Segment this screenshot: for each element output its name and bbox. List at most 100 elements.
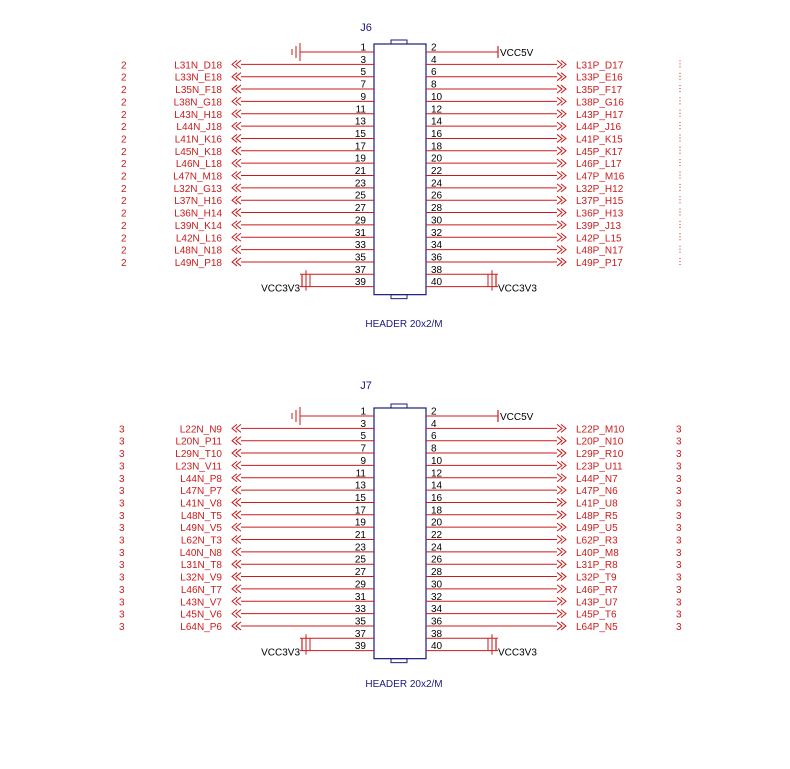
- vcc5v-label: VCC5V: [500, 48, 534, 59]
- pin-number-even: 22: [431, 166, 443, 177]
- net-label-left: L36N_H14: [174, 209, 222, 220]
- pin-number-even: 34: [431, 240, 443, 251]
- sheet-ref-left: 3: [119, 622, 125, 633]
- pin-number-even: 12: [431, 468, 443, 479]
- net-label-left: L31N_T8: [181, 560, 223, 571]
- vcc3v3-right-label: VCC3V3: [498, 284, 537, 295]
- ref-designator: J7: [360, 380, 372, 392]
- vcc5v-label: VCC5V: [500, 412, 534, 423]
- net-chevron-left: [235, 423, 242, 433]
- pin-number-even: 2: [431, 407, 437, 418]
- pin-number-even: 28: [431, 567, 443, 578]
- net-chevron-left: [231, 498, 238, 507]
- net-label-left: L38N_G18: [174, 97, 223, 108]
- pin-number-odd: 33: [355, 604, 367, 615]
- sheet-ref-right: 3: [676, 585, 682, 596]
- pin-number-odd: 31: [355, 592, 367, 603]
- sheet-ref-left: 2: [121, 97, 127, 108]
- pin-number-even: 18: [431, 141, 443, 152]
- net-chevron-right: [560, 423, 567, 433]
- net-label-right: L41P_K15: [576, 134, 623, 145]
- ground-icon: [291, 43, 301, 61]
- net-chevron-left: [231, 232, 238, 242]
- pin-number-odd: 7: [360, 444, 366, 455]
- sheet-ref-left: 2: [121, 258, 127, 269]
- net-chevron-right: [556, 134, 563, 143]
- pin-number-even: 38: [431, 629, 443, 640]
- net-chevron-right: [560, 208, 567, 217]
- sheet-ref-left: 3: [119, 498, 125, 509]
- net-chevron-right: [560, 485, 567, 495]
- net-label-right: L49P_P17: [576, 258, 623, 269]
- pin-number-odd: 13: [355, 481, 367, 492]
- pin-row: 33 34: [241, 240, 557, 251]
- net-label-right: L40P_M8: [576, 548, 619, 559]
- net-chevron-left: [231, 436, 238, 446]
- pin-number-odd: 33: [355, 240, 367, 251]
- pin-number-odd: 13: [355, 117, 367, 128]
- pin-number-even: 20: [431, 154, 443, 165]
- net-label-right: L43P_U7: [576, 597, 618, 608]
- net-chevron-right: [560, 473, 567, 483]
- net-chevron-right: [556, 621, 563, 631]
- net-label-left: L39N_K14: [175, 221, 223, 232]
- sheet-ref-left: 3: [119, 449, 125, 460]
- net-chevron-left: [231, 220, 238, 230]
- net-label-left: L35N_F18: [175, 85, 222, 96]
- pin-number-odd: 25: [355, 191, 367, 202]
- net-chevron-left: [235, 461, 242, 470]
- net-chevron-right: [560, 257, 567, 267]
- vcc3v3-left-label: VCC3V3: [261, 284, 300, 295]
- net-chevron-right: [556, 535, 563, 544]
- net-chevron-left: [235, 547, 242, 557]
- net-chevron-right: [556, 72, 563, 82]
- sheet-ref-right: 3: [676, 449, 682, 460]
- net-chevron-right: [556, 423, 563, 433]
- net-chevron-left: [235, 171, 242, 180]
- sheet-ref-left: 2: [121, 110, 127, 121]
- pin-number-even: 14: [431, 117, 443, 128]
- sheet-ref-left: 3: [119, 511, 125, 522]
- net-label-left: L48N_N18: [174, 246, 222, 257]
- net-label-right: L42P_L15: [576, 233, 622, 244]
- net-chevron-left: [235, 596, 242, 606]
- net-label-right: L47P_N6: [576, 486, 618, 497]
- net-chevron-right: [560, 245, 567, 254]
- net-chevron-left: [235, 97, 242, 106]
- net-chevron-right: [560, 146, 567, 156]
- net-chevron-left: [231, 535, 238, 544]
- net-chevron-right: [560, 232, 567, 242]
- net-chevron-right: [560, 572, 567, 581]
- net-chevron-left: [231, 183, 238, 193]
- net-label-left: L44N_J18: [176, 122, 222, 133]
- pin-number-odd: 7: [360, 80, 366, 91]
- net-label-right: L20P_N10: [576, 437, 624, 448]
- net-chevron-right: [556, 158, 563, 168]
- sheet-ref-left: 3: [119, 536, 125, 547]
- sheet-ref-left: 3: [119, 585, 125, 596]
- net-chevron-right: [556, 584, 563, 594]
- net-chevron-right: [560, 97, 567, 106]
- sheet-ref-left: 2: [121, 233, 127, 244]
- sheet-ref-left: 3: [119, 597, 125, 608]
- net-chevron-left: [235, 609, 242, 618]
